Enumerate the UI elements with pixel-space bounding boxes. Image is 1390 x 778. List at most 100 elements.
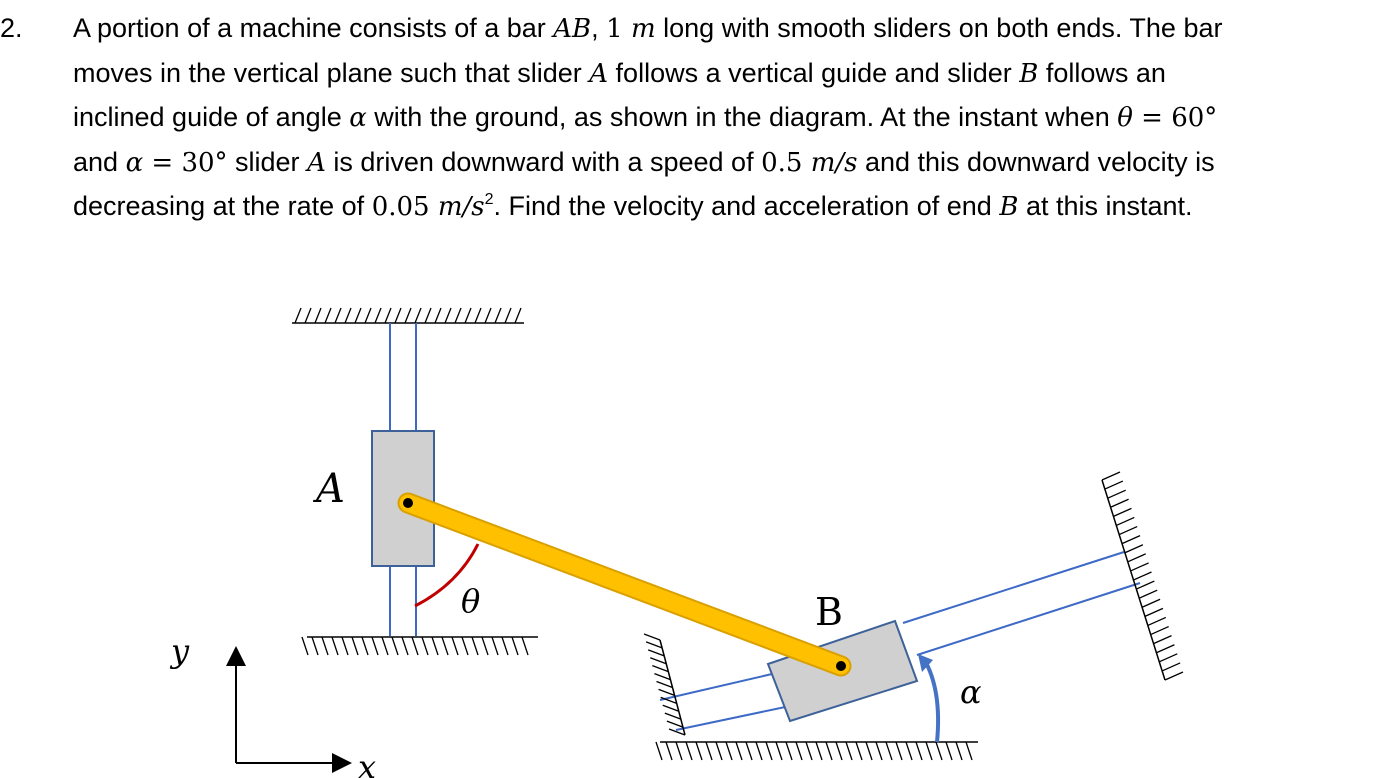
problem-text-segment: m/s [437,192,485,223]
problem-text-segment: m [630,14,656,44]
problem-text-segment: AB [553,14,592,44]
left-end-wall [643,633,686,736]
hatch-mark [1121,535,1141,545]
hatch-mark [301,636,309,656]
hatch-mark [715,741,723,761]
hatch-mark [685,741,693,761]
hatch-mark [905,741,913,761]
hatch-mark [441,636,449,656]
hatch-mark [341,636,349,656]
hatch-mark [835,741,843,761]
hatch-mark [1116,516,1135,527]
problem-text-segment: A [589,58,609,89]
label-axis-y: y [169,632,190,670]
problem-line-3: inclined guide of angle α with the groun… [73,95,1217,141]
problem-text-segment: decreasing at the rate of [73,191,372,222]
hatch-mark [935,741,943,761]
hatch-mark [705,741,713,761]
hatch-mark [314,307,322,324]
problem-text-segment: at this instant. [1018,191,1193,222]
hatch-mark [354,307,362,324]
hatch-mark [331,636,339,656]
hatch-mark [660,696,677,704]
problem-text-segment: . Find the velocity and acceleration of … [493,191,1000,222]
problem-text-segment: B [1019,58,1039,89]
problem-text-segment: B [999,192,1019,223]
hatch-mark [664,712,682,720]
hatch-mark [655,741,663,761]
problem-text-segment: = 30° [143,147,228,178]
hatch-mark [521,636,529,656]
problem-text-segment: 1 [606,14,631,44]
hatch-mark [1113,507,1132,517]
hatch-mark [895,741,903,761]
hatch-mark [364,307,372,324]
theta-arc [414,543,480,608]
hatch-mark [825,741,833,761]
hatch-mark [775,741,783,761]
hatch-mark [401,636,409,656]
problem-text-segment: with the ground, as shown in the diagram… [366,102,1118,133]
problem-text-segment: θ [1117,103,1133,134]
hatch-mark [695,741,703,761]
hatch-mark [668,728,686,736]
problem-text-segment: 0.5 [761,147,811,178]
hatch-mark [654,672,671,681]
hatch-mark [304,307,312,324]
hatch-mark [643,633,661,641]
hatch-mark [424,307,432,324]
hatch-mark [504,307,512,324]
hatch-mark [945,741,953,761]
hatch-mark [481,636,489,656]
hatch-mark [324,307,332,324]
label-b: B [815,590,843,634]
hatch-mark [334,307,342,324]
coordinate-axes [226,646,352,773]
hatch-mark [965,741,973,761]
label-axis-x: x [358,748,376,778]
problem-text-segment: long with smooth sliders on both ends. T… [655,13,1223,43]
hatch-mark [1136,580,1155,590]
hatch-mark [1133,571,1152,581]
floor-ground-left [301,636,538,656]
hatch-mark [444,307,452,324]
hatch-mark [471,636,479,656]
hatch-mark [371,636,379,656]
hatch-mark [1161,662,1181,672]
hatch-mark [1127,553,1147,563]
hatch-mark [735,741,743,761]
problem-line-2: moves in the vertical plane such that sl… [73,51,1166,97]
bar-ab [399,494,850,675]
hatch-mark [1138,589,1158,599]
hatch-mark [1104,480,1124,490]
hatch-mark [381,636,389,656]
problem-text-segment: α [349,103,367,134]
hatch-mark [652,665,669,673]
pin-a [403,498,413,508]
hatch-mark [394,307,402,324]
hatch-mark [1118,525,1138,536]
hatch-mark [321,636,329,656]
hatch-mark [311,636,319,656]
problem-text-segment: A portion of a machine consists of a bar [73,13,554,43]
hatch-mark [885,741,893,761]
hatch-mark [464,307,472,324]
hatch-mark [1150,625,1169,636]
hatch-mark [501,636,509,656]
right-end-wall [1101,471,1184,681]
vertical-guide [389,323,417,636]
hatch-mark [1144,607,1164,617]
hatch-mark [1110,498,1129,508]
hatch-mark [656,680,673,689]
alpha-arrowhead [918,654,933,672]
hatch-mark [1156,644,1175,654]
problem-text-segment: moves in the vertical plane such that sl… [73,57,590,88]
problem-text-segment: follows an [1038,57,1166,88]
hatch-mark [294,307,302,324]
alpha-arc [922,657,941,743]
hatch-mark [511,636,519,656]
hatch-mark [1101,471,1121,481]
hatch-mark [855,741,863,761]
hatch-mark [666,720,684,728]
